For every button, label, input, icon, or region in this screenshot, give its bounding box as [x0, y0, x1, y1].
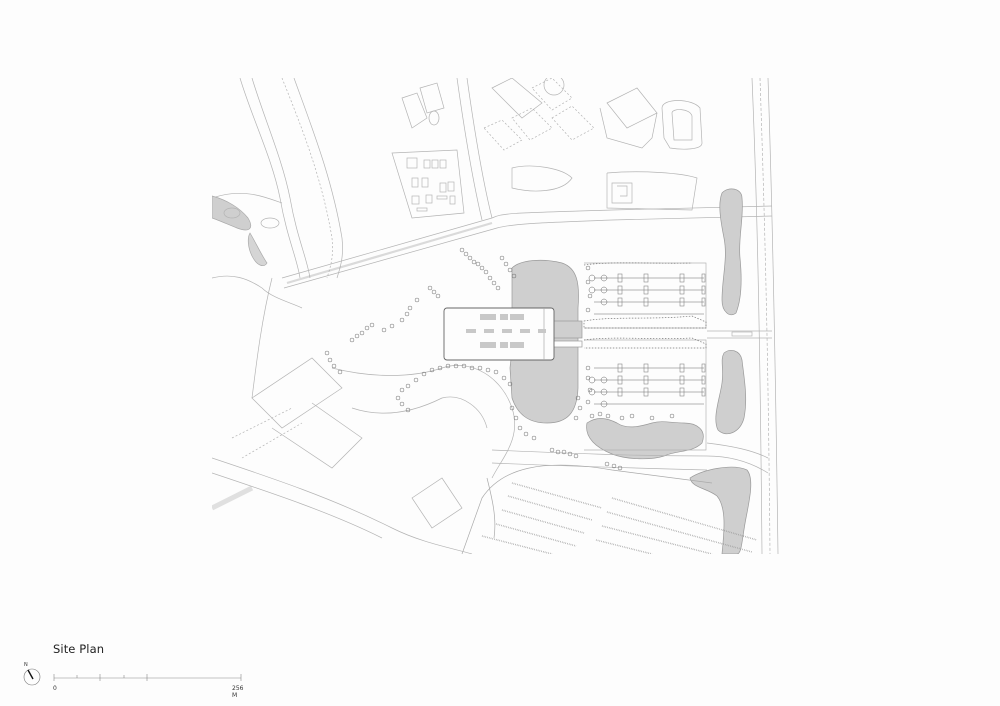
- drawing-title: Site Plan: [53, 642, 105, 656]
- northeast-campus: [483, 78, 703, 211]
- scale-end-label: 256 M: [232, 685, 244, 699]
- north-arrow-icon: N: [22, 662, 42, 686]
- north-access-road: [281, 78, 773, 289]
- west-road-network: [212, 78, 343, 309]
- east-ponds: [689, 188, 752, 554]
- east-highway: [491, 78, 779, 554]
- south-parking-lot: [461, 464, 758, 554]
- scale-start-label: 0: [53, 685, 57, 692]
- southwest-plaza: [212, 277, 516, 554]
- north-building-cluster: [391, 82, 465, 219]
- tree-clusters: [324, 247, 675, 471]
- north-label: N: [24, 662, 28, 668]
- site-plan-drawing: [212, 78, 780, 554]
- south-lake: [586, 418, 704, 460]
- east-garden-parking: [583, 262, 772, 451]
- pavilion-building: [443, 307, 555, 361]
- scale-bar: 0 256 M: [53, 670, 243, 700]
